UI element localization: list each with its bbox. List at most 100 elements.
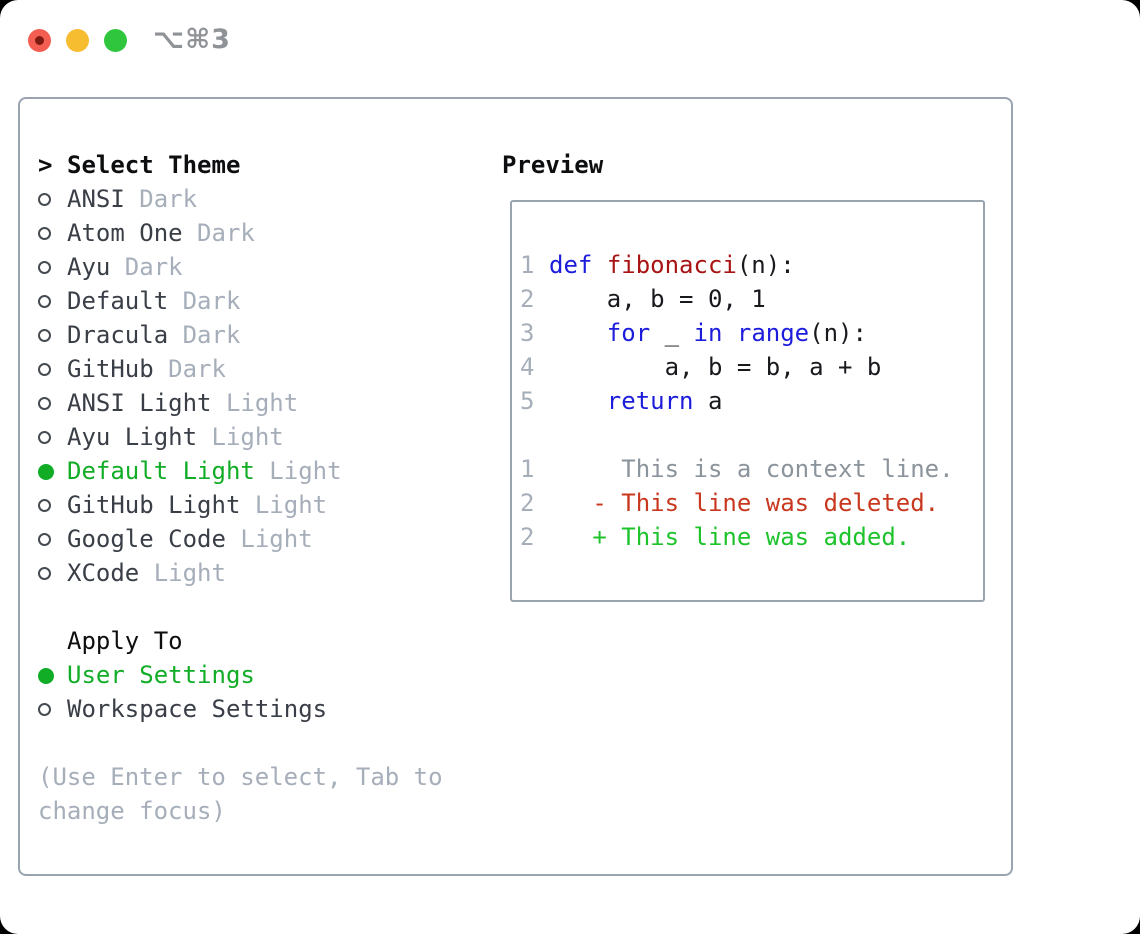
radio-icon	[38, 567, 51, 580]
radio-wrap	[38, 182, 67, 216]
theme-option-default-light-light[interactable]: Default Light Light	[38, 454, 443, 488]
code-segment: range	[736, 319, 810, 347]
preview-header: Preview	[502, 151, 604, 179]
hint-line-2: change focus)	[38, 794, 443, 828]
radio-wrap	[38, 488, 67, 522]
code-segment: (n):	[736, 251, 795, 279]
radio-icon	[38, 431, 51, 444]
line-number: 4	[520, 353, 535, 381]
caret-icon: >	[38, 151, 53, 179]
theme-variant-label: Light	[139, 559, 226, 587]
code-segment: (n):	[809, 319, 867, 347]
line-number: 2	[520, 523, 535, 551]
code-line: 2 + This line was added.	[520, 520, 975, 554]
radio-wrap	[38, 386, 67, 420]
radio-wrap	[38, 522, 67, 556]
theme-name-label: ANSI	[67, 185, 125, 213]
theme-option-github-light-light[interactable]: GitHub Light Light	[38, 488, 443, 522]
radio-icon	[38, 227, 51, 240]
close-dot-icon	[35, 36, 44, 45]
theme-name-label: GitHub Light	[67, 491, 241, 519]
code-line: 2 - This line was deleted.	[520, 486, 975, 520]
theme-name-label: Ayu Light	[67, 423, 198, 451]
line-number: 1	[520, 251, 535, 279]
radio-wrap	[38, 556, 67, 590]
radio-wrap	[38, 216, 67, 250]
theme-variant-label: Light	[225, 525, 313, 553]
code-line	[520, 418, 975, 452]
theme-option-google-code-light[interactable]: Google Code Light	[38, 522, 443, 556]
theme-option-dracula-dark[interactable]: Dracula Dark	[38, 318, 443, 352]
theme-variant-label: Light	[240, 491, 328, 519]
select-theme-label: Select Theme	[67, 151, 241, 179]
code-line: 1 This is a context line.	[520, 452, 975, 486]
radio-icon	[38, 363, 51, 376]
code-line: 3 for _ in range(n):	[520, 316, 975, 350]
title-bar: ⌥⌘3	[0, 0, 1140, 80]
hint-text: change focus)	[38, 797, 226, 825]
theme-option-ansi-light-light[interactable]: ANSI Light Light	[38, 386, 443, 420]
code-line: 4 a, b = b, a + b	[520, 350, 975, 384]
radio-icon	[38, 295, 51, 308]
code-segment: a, b = b, a + b	[549, 353, 882, 381]
zoom-button[interactable]	[104, 29, 127, 52]
theme-option-atom-one-dark[interactable]: Atom One Dark	[38, 216, 443, 250]
close-button[interactable]	[28, 29, 51, 52]
code-segment: a	[693, 387, 723, 415]
hint-text: (Use Enter to select, Tab to	[38, 763, 443, 791]
radio-icon	[38, 703, 51, 716]
radio-selected-icon	[38, 464, 54, 480]
radio-icon	[38, 397, 51, 410]
radio-wrap	[38, 318, 67, 352]
line-number: 3	[520, 319, 535, 347]
spacer-row	[38, 590, 443, 624]
select-theme-header: > Select Theme	[38, 148, 443, 182]
theme-variant-label: Dark	[168, 321, 241, 349]
radio-wrap	[38, 692, 67, 726]
theme-variant-label: Dark	[182, 219, 255, 247]
radio-icon	[38, 499, 51, 512]
theme-option-ansi-dark[interactable]: ANSI Dark	[38, 182, 443, 216]
minimize-button[interactable]	[66, 29, 89, 52]
radio-wrap	[38, 658, 67, 692]
theme-option-ayu-dark[interactable]: Ayu Dark	[38, 250, 443, 284]
apply-option-user-settings[interactable]: User Settings	[38, 658, 443, 692]
theme-option-xcode-light[interactable]: XCode Light	[38, 556, 443, 590]
code-segment: def	[549, 251, 593, 279]
theme-variant-label: Dark	[153, 355, 226, 383]
theme-name-label: Default Light	[67, 457, 255, 485]
radio-wrap	[38, 250, 67, 284]
code-line: 2 a, b = 0, 1	[520, 282, 975, 316]
code-segment: a, b = 0, 1	[549, 285, 766, 313]
theme-name-label: Ayu	[67, 253, 111, 281]
code-segment	[549, 319, 607, 347]
theme-name-label: Dracula	[67, 321, 169, 349]
radio-wrap	[38, 352, 67, 386]
code-segment: - This line was deleted.	[549, 489, 940, 517]
theme-variant-label: Light	[254, 457, 342, 485]
theme-option-ayu-light-light[interactable]: Ayu Light Light	[38, 420, 443, 454]
radio-icon	[38, 329, 51, 342]
code-segment	[592, 251, 606, 279]
theme-option-github-dark[interactable]: GitHub Dark	[38, 352, 443, 386]
radio-wrap	[38, 284, 67, 318]
apply-to-label: Apply To	[67, 627, 183, 655]
theme-variant-label: Light	[211, 389, 299, 417]
radio-icon	[38, 261, 51, 274]
theme-name-label: GitHub	[67, 355, 154, 383]
radio-wrap	[38, 420, 67, 454]
theme-variant-label: Dark	[168, 287, 241, 315]
code-segment	[722, 319, 736, 347]
theme-name-label: Atom One	[67, 219, 183, 247]
radio-icon	[38, 533, 51, 546]
line-number: 2	[520, 285, 535, 313]
radio-wrap	[38, 454, 67, 488]
theme-variant-label: Light	[197, 423, 284, 451]
theme-option-default-dark[interactable]: Default Dark	[38, 284, 443, 318]
apply-option-workspace-settings[interactable]: Workspace Settings	[38, 692, 443, 726]
radio-icon	[38, 193, 51, 206]
hint-line-1: (Use Enter to select, Tab to	[38, 760, 443, 794]
